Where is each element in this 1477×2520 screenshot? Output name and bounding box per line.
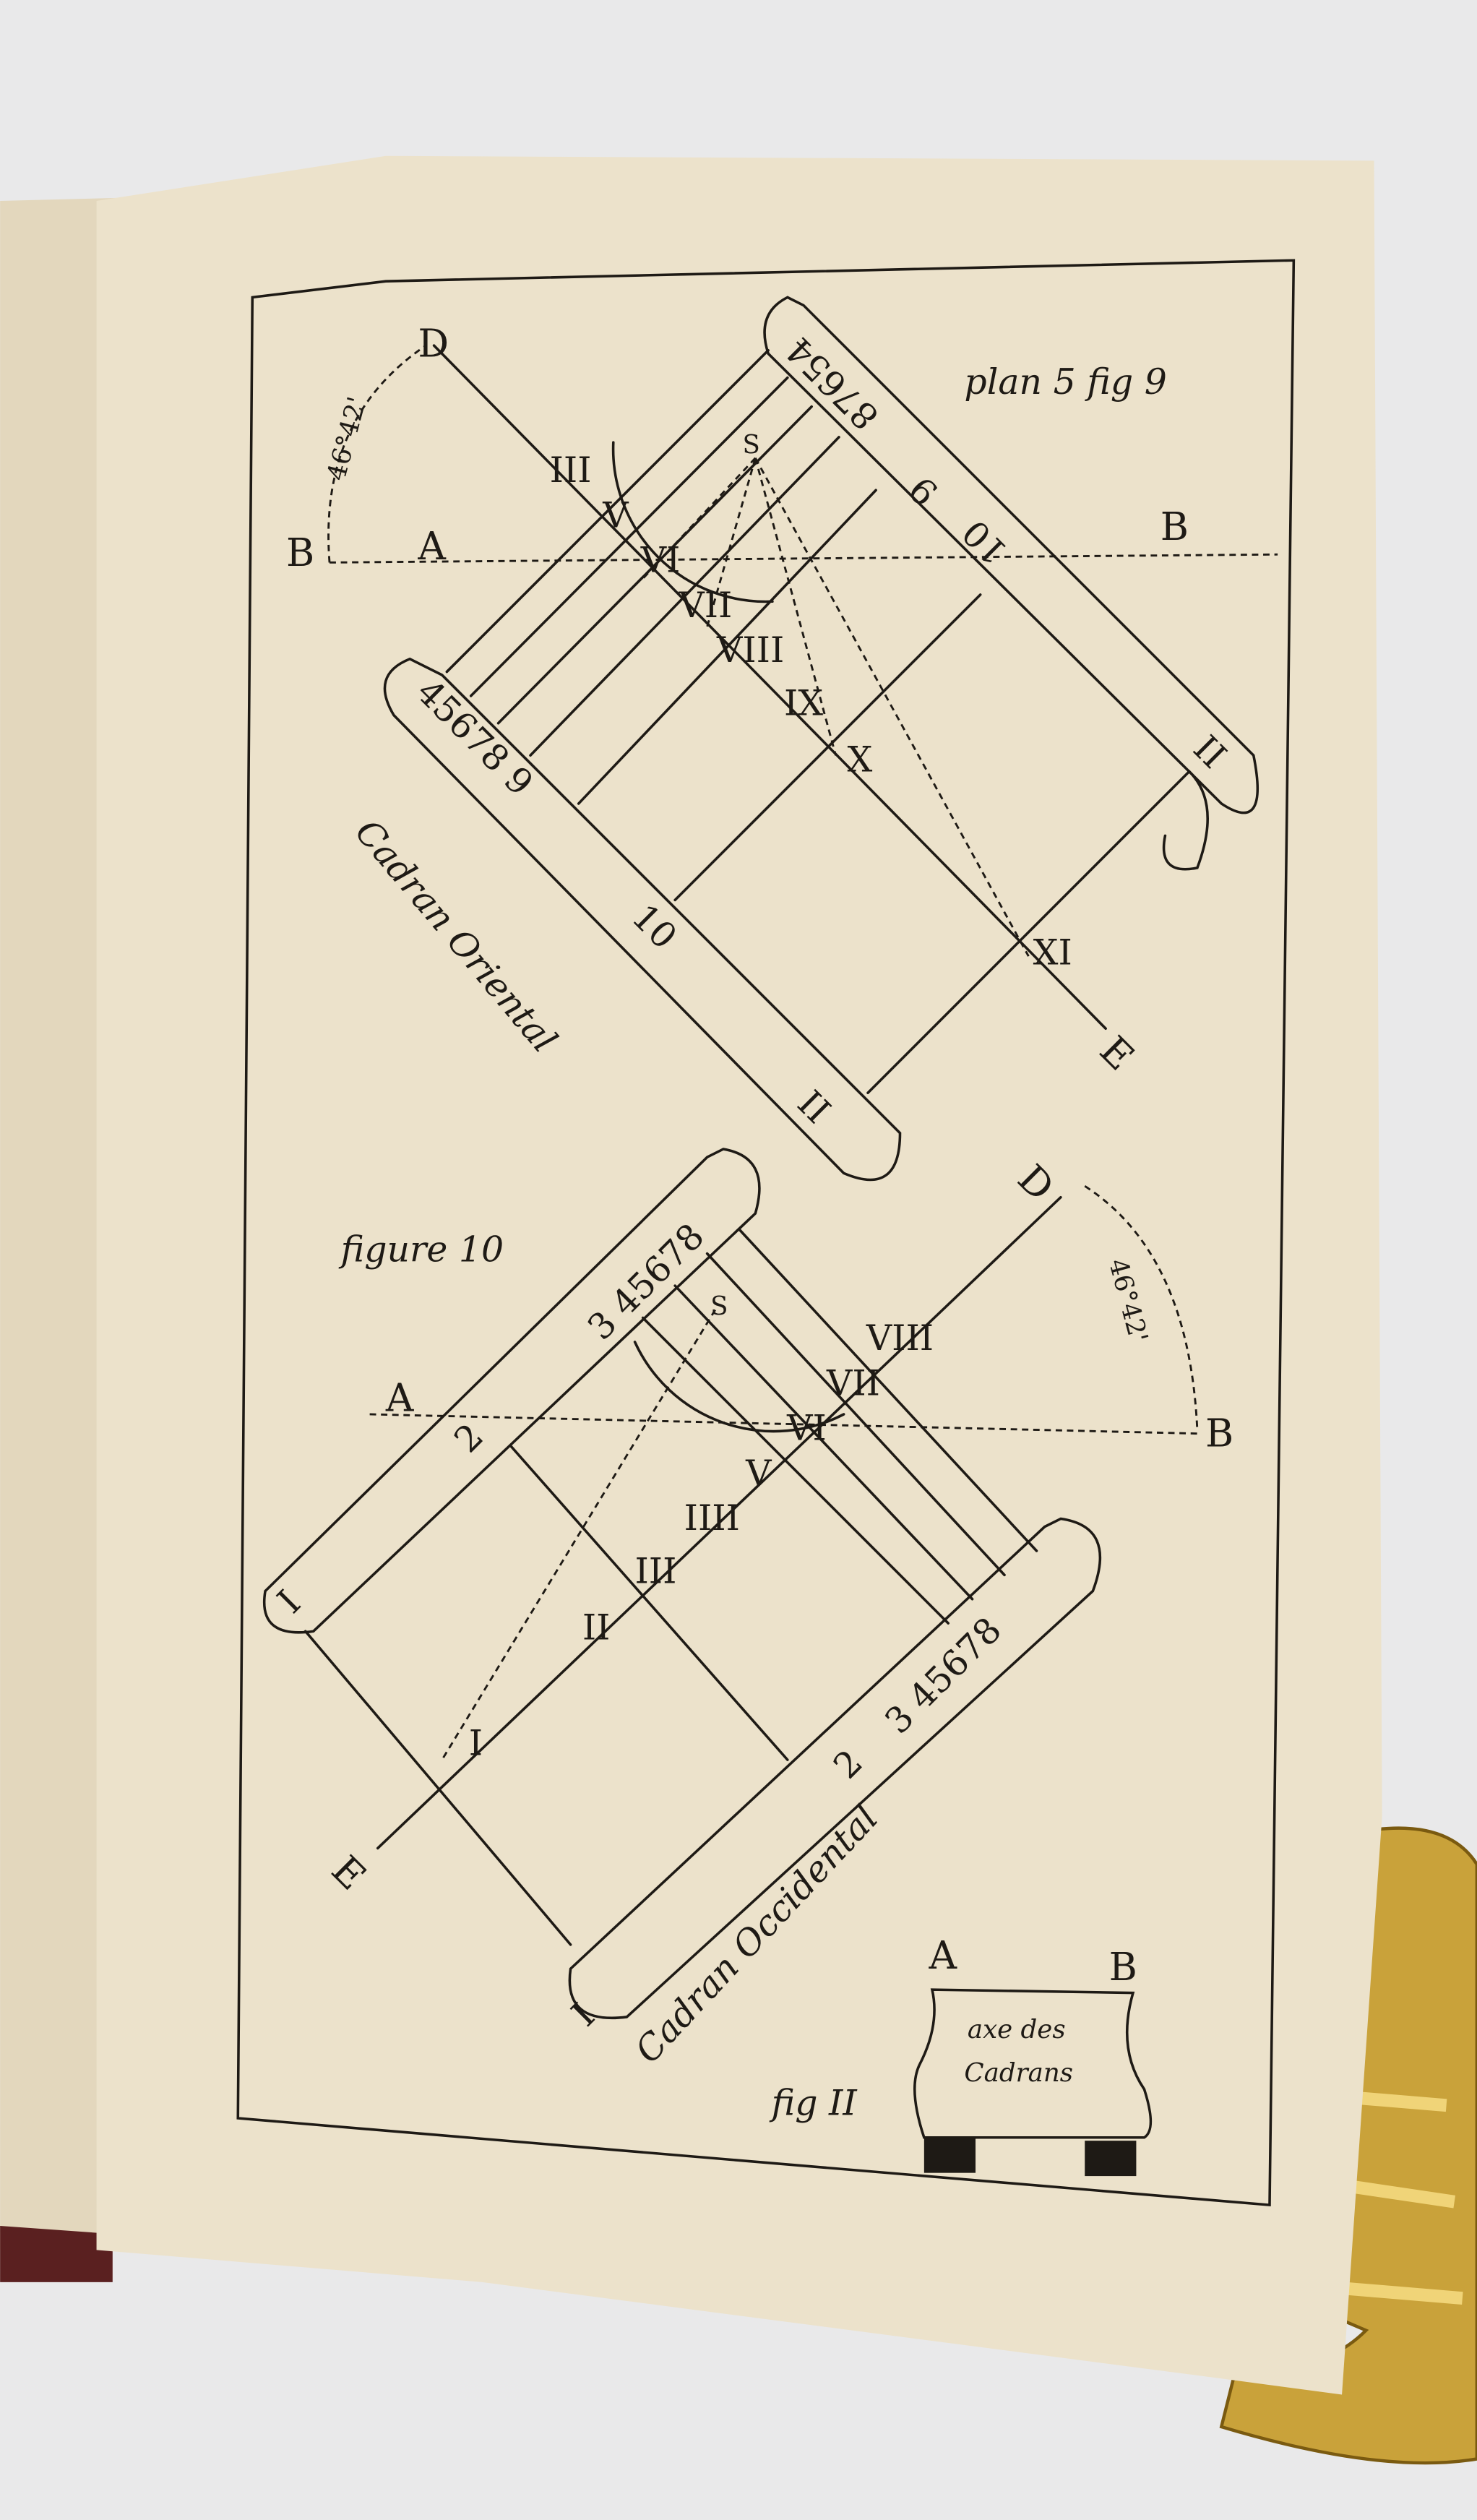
line-DE bbox=[432, 344, 1107, 1031]
angle-arc bbox=[327, 344, 427, 563]
top-scroll bbox=[763, 296, 1259, 814]
hour-VII: VII bbox=[678, 585, 732, 626]
point-D: D bbox=[418, 321, 449, 366]
point-A: A bbox=[417, 523, 447, 569]
plate-border bbox=[236, 259, 1296, 2207]
point-S: S bbox=[710, 1291, 728, 1321]
hour-lines bbox=[303, 1228, 1038, 1946]
point-S: S bbox=[743, 430, 760, 460]
block-foot-left bbox=[923, 2137, 976, 2173]
hour-II: II bbox=[582, 1607, 611, 1648]
hour-VIII: VIII bbox=[866, 1317, 934, 1359]
lower-scroll bbox=[568, 1517, 1102, 2020]
shadow-ray bbox=[441, 1309, 716, 1760]
hour-VI: VI bbox=[786, 1408, 827, 1449]
hour-IIII: IIII bbox=[684, 1497, 740, 1539]
point-B: B bbox=[1109, 1944, 1137, 1990]
block-foot-right bbox=[1085, 2141, 1137, 2177]
figure-10-caption: figure 10 bbox=[338, 1229, 504, 1270]
hour-III: III bbox=[634, 1550, 676, 1591]
semicircle bbox=[611, 441, 774, 603]
semicircle bbox=[633, 1341, 845, 1433]
hour-VII: VII bbox=[826, 1362, 880, 1403]
hour-III: III bbox=[550, 450, 592, 491]
hour-I: I bbox=[469, 1722, 483, 1763]
line-AB-dashed bbox=[369, 1413, 1197, 1435]
figure-11-caption: fig II bbox=[769, 2083, 858, 2124]
book-cover-edge bbox=[0, 2226, 113, 2282]
hour-V: V bbox=[602, 494, 629, 536]
page bbox=[96, 155, 1382, 2395]
point-A: A bbox=[929, 1932, 958, 1978]
scroll-curl bbox=[1162, 770, 1209, 871]
axis-block bbox=[913, 1988, 1153, 2139]
point-A: A bbox=[385, 1375, 415, 1421]
hour-XI: XI bbox=[1033, 932, 1072, 973]
figure-9-caption: plan 5 fig 9 bbox=[964, 361, 1166, 403]
bottom-scroll bbox=[383, 657, 902, 1182]
line-DE bbox=[376, 1195, 1062, 1850]
hour-VIII: VIII bbox=[716, 629, 784, 671]
point-B: B bbox=[1205, 1410, 1233, 1455]
line-AB-dashed bbox=[330, 553, 1278, 564]
shadow-rays bbox=[642, 457, 1030, 957]
point-B-right: B bbox=[1160, 504, 1189, 549]
hour-IX: IX bbox=[784, 683, 823, 724]
figure-11-axis-block: fig II A B axe des Cadrans bbox=[769, 1932, 1153, 2177]
hour-lines bbox=[445, 349, 1191, 1094]
hour-VI: VI bbox=[640, 540, 681, 581]
upper-scroll bbox=[263, 1148, 761, 1634]
angle-arc bbox=[1084, 1184, 1199, 1431]
hour-V: V bbox=[745, 1453, 772, 1494]
axis-label-line1: axe des bbox=[968, 2015, 1066, 2044]
axis-label-line2: Cadrans bbox=[964, 2058, 1073, 2088]
hour-X: X bbox=[847, 739, 872, 780]
point-B-left: B bbox=[286, 530, 314, 575]
